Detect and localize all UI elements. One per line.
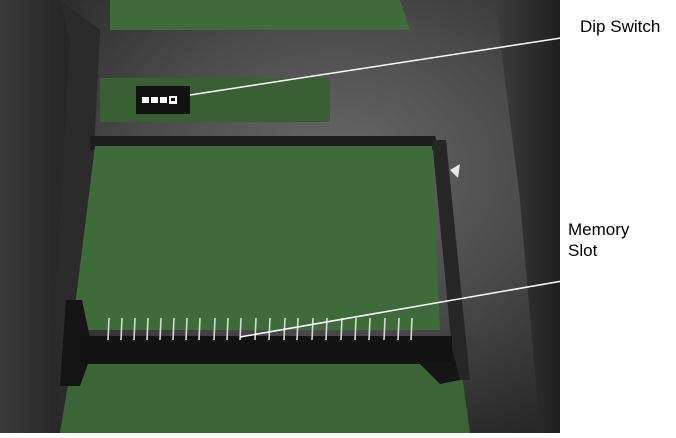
dip-switch-label: Dip Switch: [580, 16, 660, 37]
dip-switch: [136, 86, 190, 114]
top-board-edge: [110, 0, 410, 30]
memory-slot-label-line2: Slot: [568, 240, 629, 261]
memory-circuit-board: [72, 146, 440, 330]
memory-slot-label-line1: Memory: [568, 219, 629, 240]
lower-circuit-board: [60, 360, 470, 433]
upper-circuit-board: [100, 78, 330, 122]
memory-slot-label: Memory Slot: [568, 219, 629, 261]
